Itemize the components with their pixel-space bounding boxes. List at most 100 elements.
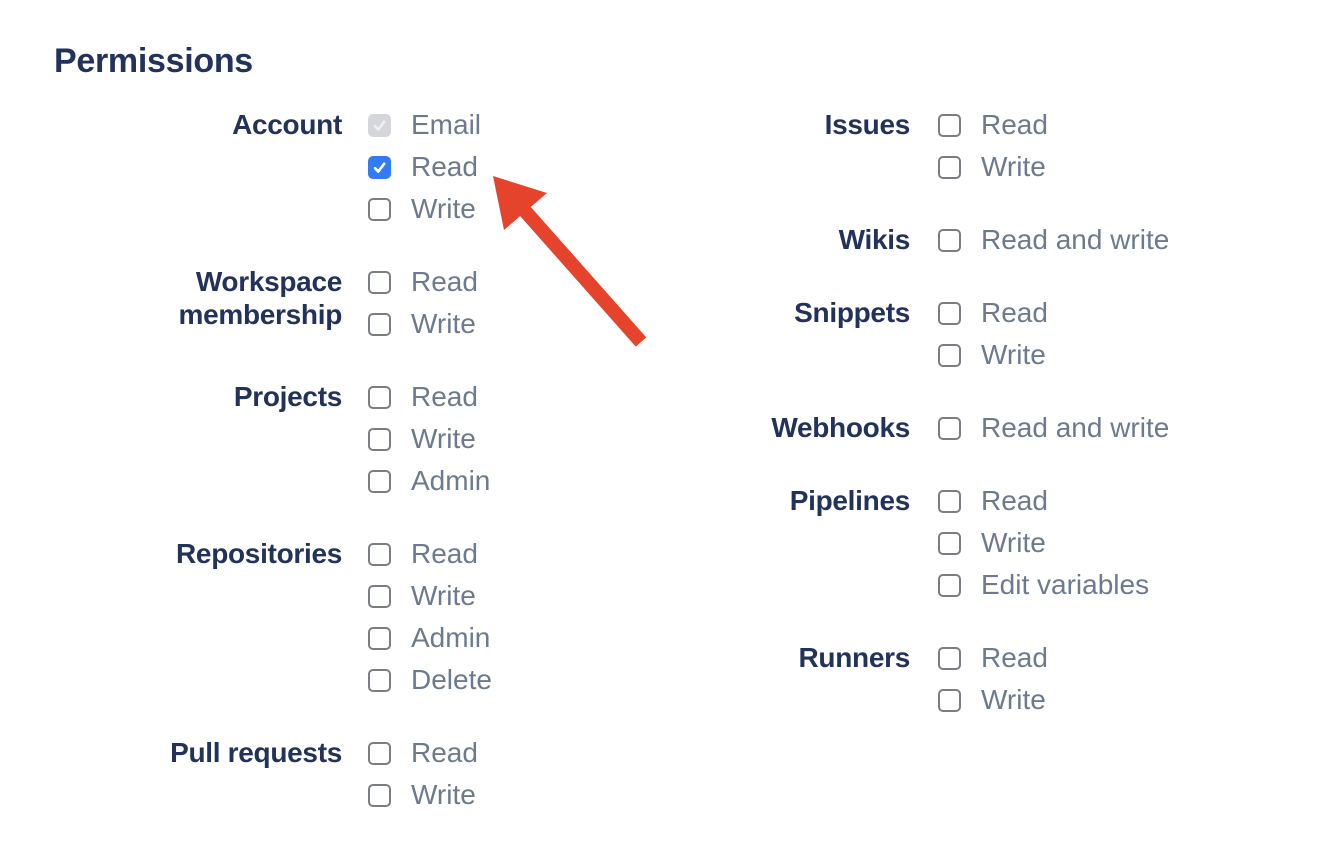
group-options: Read and write: [938, 407, 1169, 449]
checkbox-label[interactable]: Admin: [411, 622, 491, 653]
checkbox-label[interactable]: Write: [981, 527, 1046, 558]
checkbox-label[interactable]: Write: [411, 193, 476, 224]
pull-requests-write-checkbox[interactable]: [368, 783, 391, 807]
annotation-arrow-icon: [493, 176, 647, 347]
checkbox-row-repositories-admin: Admin: [368, 617, 492, 659]
checkbox-label[interactable]: Read: [981, 297, 1048, 328]
wikis-read-and-write-checkbox[interactable]: [938, 228, 961, 252]
group-label-issues: Issues: [824, 109, 911, 140]
checkbox-label[interactable]: Write: [981, 339, 1046, 370]
checkbox-row-snippets-read: Read: [938, 292, 1048, 334]
checkbox-label[interactable]: Write: [411, 423, 476, 454]
group-label-snippets: Snippets: [794, 297, 910, 328]
checkbox-label[interactable]: Read: [981, 642, 1048, 673]
group-label-repositories: Repositories: [176, 538, 342, 569]
checkbox-label[interactable]: Read: [981, 485, 1048, 516]
projects-admin-checkbox[interactable]: [368, 469, 391, 493]
runners-read-checkbox[interactable]: [938, 646, 961, 670]
checkbox-label[interactable]: Read: [411, 151, 478, 182]
checkbox-row-runners-read: Read: [938, 637, 1048, 679]
checkbox-row-issues-write: Write: [938, 146, 1048, 188]
checkbox-row-pipelines-edit-variables: Edit variables: [938, 564, 1149, 606]
repositories-delete-checkbox[interactable]: [368, 668, 391, 692]
checkbox-label[interactable]: Read: [411, 737, 478, 768]
checkbox-label[interactable]: Write: [411, 308, 476, 339]
pipelines-edit-variables-checkbox[interactable]: [938, 573, 961, 597]
pipelines-read-checkbox[interactable]: [938, 489, 961, 513]
checkbox-label[interactable]: Read: [411, 266, 478, 297]
group-label-workspace-membership: Workspace membership: [178, 266, 343, 330]
checkbox-row-account-write: Write: [368, 188, 481, 230]
checkbox-label[interactable]: Edit variables: [981, 569, 1150, 600]
checkbox-row-workspace-membership-write: Write: [368, 303, 478, 345]
repositories-admin-checkbox[interactable]: [368, 626, 391, 650]
group-label-pipelines: Pipelines: [789, 485, 911, 516]
pipelines-write-checkbox[interactable]: [938, 531, 961, 555]
issues-write-checkbox[interactable]: [938, 155, 961, 179]
checkbox-row-pipelines-write: Write: [938, 522, 1149, 564]
checkbox-row-account-read: Read: [368, 146, 481, 188]
checkbox-row-snippets-write: Write: [938, 334, 1048, 376]
pull-requests-read-checkbox[interactable]: [368, 741, 391, 765]
checkbox-row-projects-write: Write: [368, 418, 490, 460]
projects-write-checkbox[interactable]: [368, 427, 391, 451]
snippets-write-checkbox[interactable]: [938, 343, 961, 367]
checkbox-row-webhooks-read-and-write: Read and write: [938, 407, 1169, 449]
issues-read-checkbox[interactable]: [938, 113, 961, 137]
workspace-membership-write-checkbox[interactable]: [368, 312, 391, 336]
checkbox-row-account-email: Email: [368, 104, 481, 146]
checkbox-label[interactable]: Write: [411, 580, 476, 611]
checkbox-label[interactable]: Read and write: [981, 224, 1170, 255]
group-label-projects: Projects: [233, 381, 342, 412]
checkbox-row-runners-write: Write: [938, 679, 1048, 721]
checkbox-label[interactable]: Admin: [411, 465, 491, 496]
checkbox-row-projects-admin: Admin: [368, 460, 490, 502]
group-label-webhooks: Webhooks: [771, 412, 910, 443]
projects-read-checkbox[interactable]: [368, 385, 391, 409]
snippets-read-checkbox[interactable]: [938, 301, 961, 325]
checkbox-row-pull-requests-read: Read: [368, 732, 478, 774]
checkbox-label[interactable]: Read: [411, 381, 478, 412]
account-write-checkbox[interactable]: [368, 197, 391, 221]
checkbox-label: Email: [411, 109, 482, 140]
checkbox-label[interactable]: Delete: [411, 664, 492, 695]
repositories-read-checkbox[interactable]: [368, 542, 391, 566]
checkbox-row-pull-requests-write: Write: [368, 774, 478, 816]
group-label-wikis: Wikis: [838, 224, 911, 255]
account-email-checkbox: [368, 113, 391, 137]
runners-write-checkbox[interactable]: [938, 688, 961, 712]
workspace-membership-read-checkbox[interactable]: [368, 270, 391, 294]
checkbox-row-repositories-read: Read: [368, 533, 492, 575]
checkbox-row-repositories-delete: Delete: [368, 659, 492, 701]
checkbox-label[interactable]: Read: [981, 109, 1048, 140]
checkbox-label[interactable]: Write: [981, 684, 1046, 715]
account-read-checkbox[interactable]: [368, 155, 391, 179]
checkbox-label[interactable]: Read: [411, 538, 478, 569]
webhooks-read-and-write-checkbox[interactable]: [938, 416, 961, 440]
group-options: Read and write: [938, 219, 1169, 261]
checkbox-label[interactable]: Read and write: [981, 412, 1170, 443]
repositories-write-checkbox[interactable]: [368, 584, 391, 608]
checkbox-row-repositories-write: Write: [368, 575, 492, 617]
checkbox-label[interactable]: Write: [411, 779, 476, 810]
permission-group-wikis: Wikis Read and write: [670, 219, 1170, 261]
checkbox-label[interactable]: Write: [981, 151, 1046, 182]
checkbox-row-wikis-read-and-write: Read and write: [938, 219, 1169, 261]
